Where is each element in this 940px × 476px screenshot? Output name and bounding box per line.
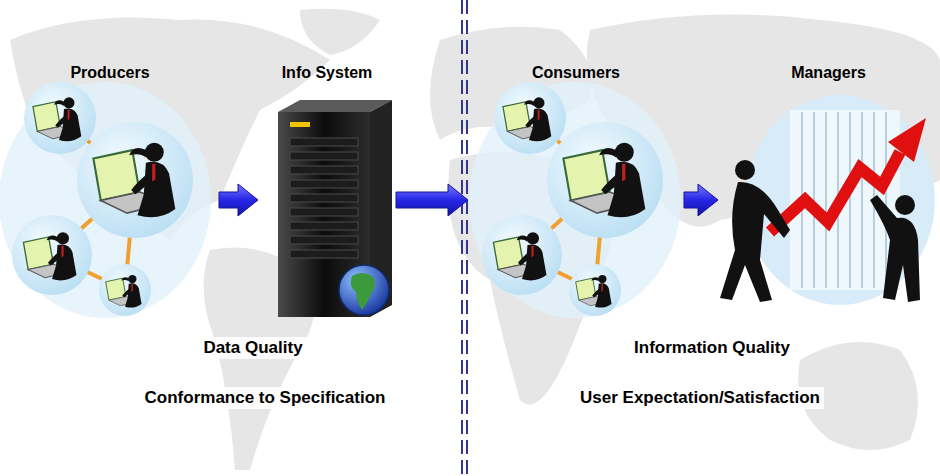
consumer-people: [469, 82, 681, 318]
server-icon: [278, 100, 392, 317]
quality-label: Data Quality: [199, 337, 306, 359]
quality-label: User Expectation/Satisfaction: [576, 387, 824, 409]
flow-arrow: [396, 184, 468, 216]
divider-line: [462, 0, 467, 476]
flow-arrow: [684, 184, 718, 216]
quality-label: Conformance to Specification: [141, 387, 390, 409]
group-heading: Producers: [1, 62, 219, 84]
group-heading: Info System: [258, 62, 396, 84]
group-node: Producers: [1, 62, 219, 312]
group-node: Consumers: [468, 62, 684, 312]
group-node: Info System: [258, 62, 396, 322]
group-heading: Managers: [718, 62, 939, 84]
group-node: Managers: [718, 62, 939, 312]
flow-arrow: [219, 184, 258, 216]
producer-people: [0, 82, 211, 318]
managers-chart: [720, 95, 935, 305]
group-heading: Consumers: [468, 62, 684, 84]
quality-label: Information Quality: [630, 337, 794, 359]
